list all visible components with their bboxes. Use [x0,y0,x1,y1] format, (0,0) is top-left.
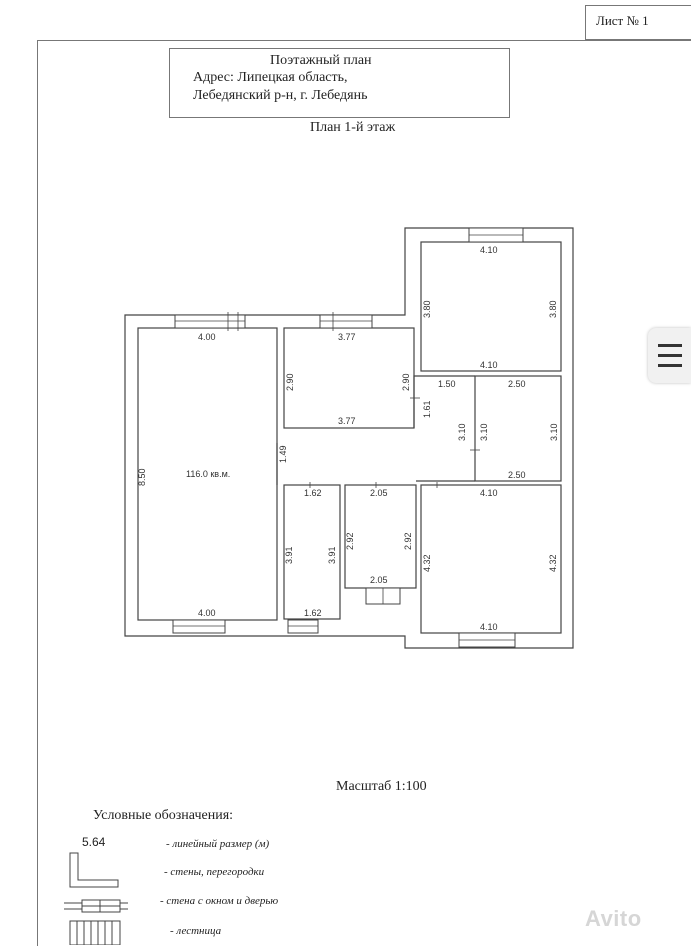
dim-sr-right: 3.10 [549,423,559,441]
room-top-middle [283,327,415,429]
legend-item-walls: - стены, перегородки [164,866,265,878]
dim-living-top: 4.00 [198,332,216,342]
dim-sr-top: 2.50 [508,379,526,389]
dim-tr-right: 3.80 [548,300,558,318]
dim-br-bottom: 4.10 [480,622,498,632]
dim-bath-left: 2.92 [345,532,355,550]
hamburger-icon [658,344,682,367]
dim-living-height: 8.50 [137,468,147,486]
room-small-right [474,375,562,482]
dim-tm-left: 2.90 [285,373,295,391]
dim-br-right: 4.32 [548,554,558,572]
legend-item-window-door: - стена с окном и дверью [160,895,279,907]
side-menu-button[interactable] [648,328,691,383]
title-block [169,48,510,118]
window-living-top [174,314,246,329]
outer-wall-outline [124,227,574,649]
dim-br-top: 4.10 [480,488,498,498]
window-top-middle [319,314,373,329]
dim-bl-left: 3.91 [284,546,294,564]
dim-corridor-width: 1.50 [438,379,456,389]
avito-watermark: Avito [585,906,642,931]
legend-title: Условные обозначения: [93,808,234,823]
drawing-frame [37,40,691,946]
room-top-right [420,241,562,372]
scale-label: Масштаб 1:100 [336,779,427,794]
area-label: 116.0 кв.м. [186,469,230,479]
dim-tm-bottom: 3.77 [338,416,356,426]
dim-bl-right: 3.91 [327,546,337,564]
dim-bl-bottom: 1.62 [304,608,322,618]
dim-tm-top: 3.77 [338,332,356,342]
dim-tr-left: 3.80 [422,300,432,318]
title-line-3: Лебедянский р-н, г. Лебедянь [193,88,368,103]
dim-bath-right: 2.92 [403,532,413,550]
dim-br-left: 4.32 [422,554,432,572]
dim-tm-right: 2.90 [401,373,411,391]
dim-tr-bottom: 4.10 [480,360,498,370]
legend-item-dimension: - линейный размер (м) [166,838,270,850]
sheet-number: Лист № 1 [596,13,649,28]
dim-bl-top: 1.62 [304,488,322,498]
window-bottom-left [287,619,319,634]
legend-wall-symbol [69,852,119,888]
dim-corridor-161: 1.61 [422,400,432,418]
sheet-number-box [585,5,691,40]
legend-stairs-symbol [69,920,121,945]
corridor-lines [276,375,475,485]
dim-tr-top: 4.10 [480,245,498,255]
title-line-1: Поэтажный план [270,53,372,68]
legend-window-symbol [64,899,128,913]
window-living-bottom [172,619,226,634]
room-bottom-right [420,484,562,634]
dim-sr-bottom: 2.50 [508,470,526,480]
dim-bath-top: 2.05 [370,488,388,498]
dim-sr-left: 3.10 [479,423,489,441]
room-bottom-left [283,484,341,620]
dim-sr-left-outer: 3.10 [457,423,467,441]
legend-item-stairs: - лестница [170,925,222,937]
plan-title: План 1-й этаж [310,120,396,135]
dim-corridor-149: 1.49 [278,445,288,463]
dim-living-bottom: 4.00 [198,608,216,618]
legend-dim-example: 5.64 [82,835,106,849]
dim-bath-bottom: 2.05 [370,575,388,585]
title-line-2: Адрес: Липецкая область, [193,70,348,85]
